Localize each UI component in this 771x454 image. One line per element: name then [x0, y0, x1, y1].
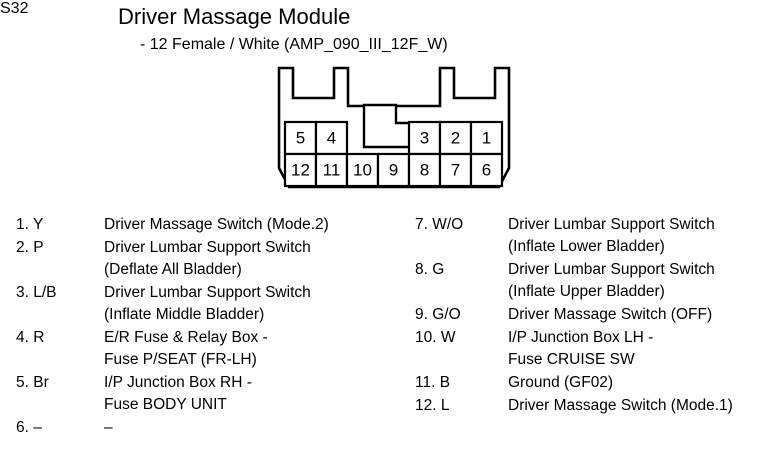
pin-description-line: (Inflate Lower Bladder) — [508, 238, 665, 255]
pin-description: I/P Junction Box RH - Fuse BODY UNIT — [104, 372, 411, 416]
pin-description-line: Driver Massage Switch (Mode.1) — [508, 397, 733, 414]
pin-cell-label-2: 2 — [451, 128, 460, 147]
pin-number-and-wire-color: 10. W — [415, 329, 456, 346]
pin-cell-label-10: 10 — [353, 160, 372, 179]
pin-description: I/P Junction Box LH - Fuse CRUISE SW — [508, 327, 767, 371]
pin-number-and-wire-color: 12. L — [415, 397, 450, 414]
page-title: Driver Massage Module — [118, 4, 351, 29]
pin-cell-label-6: 6 — [482, 160, 491, 179]
pin-legend-row: 3. L/B Driver Lumbar Support Switch (Infla… — [16, 282, 411, 326]
diagram-header: S32 Driver Massage Module - 12 Female / … — [0, 0, 771, 62]
pin-legend-row: 4. R E/R Fuse & Relay Box - Fuse P/SEAT (F… — [16, 327, 411, 371]
pin-description-line: I/P Junction Box RH - — [104, 374, 252, 391]
pin-number-and-wire-color: 3. L/B — [16, 284, 57, 301]
pin-legend-row: 2. P Driver Lumbar Support Switch (Deflate… — [16, 237, 411, 281]
pin-cell-10[interactable] — [345, 152, 380, 188]
pin-number-and-wire-color: 5. Br — [16, 374, 49, 391]
pin-cell-8[interactable] — [407, 152, 442, 188]
pin-cell-label-5: 5 — [296, 128, 305, 147]
pin-number-and-wire-color: 1. Y — [16, 216, 44, 233]
pin-description-line: Fuse BODY UNIT — [104, 396, 227, 413]
pin-legend-row: 1. Y Driver Massage Switch (Mode.2) — [16, 214, 411, 236]
pin-description: Ground (GF02) — [508, 372, 767, 394]
pin-description-line: (Inflate Middle Bladder) — [104, 306, 265, 323]
pin-cell-label-8: 8 — [420, 160, 429, 179]
pin-legend-row: 8. G Driver Lumbar Support Switch (Inflate… — [415, 259, 767, 303]
pin-description: Driver Lumbar Support Switch (Inflate Low… — [508, 214, 767, 258]
pin-number-and-wire-color: 7. W/O — [415, 216, 464, 233]
pin-description: E/R Fuse & Relay Box - Fuse P/SEAT (FR-LH… — [104, 327, 411, 371]
pin-description: Driver Lumbar Support Switch (Inflate Mid… — [104, 282, 411, 326]
pin-legend-row: 9. G/O Driver Massage Switch (OFF) — [415, 304, 767, 326]
pin-description: Driver Lumbar Support Switch (Deflate All… — [104, 237, 411, 281]
pin-description-line: Driver Lumbar Support Switch — [508, 261, 715, 278]
pin-description-line: Ground (GF02) — [508, 374, 614, 391]
pin-cell-11[interactable] — [314, 152, 349, 188]
pin-description-line: – — [104, 419, 113, 436]
connector-spec-label: - 12 Female / White (AMP_090_III_12F_W) — [140, 36, 448, 53]
pin-legend-row: 12. L Driver Massage Switch (Mode.1) — [415, 395, 767, 417]
pin-description-line: (Inflate Upper Bladder) — [508, 283, 665, 300]
pin-cell-label-11: 11 — [323, 160, 341, 179]
pin-description: Driver Lumbar Support Switch (Inflate Upp… — [508, 259, 767, 303]
pin-number-and-wire-color: 8. G — [415, 261, 445, 278]
pin-assignment-legend: 1. Y Driver Massage Switch (Mode.2) 2. P Dr… — [0, 214, 771, 454]
pin-legend-row: 5. Br I/P Junction Box RH - Fuse BODY UNIT — [16, 372, 411, 416]
pin-row-bottom: 12 11 10 9 8 7 6 — [283, 152, 504, 188]
pin-description-line: Fuse P/SEAT (FR-LH) — [104, 351, 257, 368]
pin-cell-label-12: 12 — [291, 160, 310, 179]
pin-description-line: Driver Massage Switch (OFF) — [508, 306, 713, 323]
pin-legend-row: 7. W/O Driver Lumbar Support Switch (Infla… — [415, 214, 767, 258]
pin-cell-label-7: 7 — [451, 160, 460, 179]
pin-description-line: Driver Lumbar Support Switch — [104, 239, 311, 256]
pin-legend-column-left: 1. Y Driver Massage Switch (Mode.2) 2. P Dr… — [16, 214, 411, 454]
pin-cell-label-1: 1 — [482, 128, 491, 147]
pin-description: – — [104, 417, 411, 439]
pin-description: Driver Massage Switch (OFF) — [508, 304, 767, 326]
pin-description-line: (Deflate All Bladder) — [104, 261, 242, 278]
pin-description-line: Driver Lumbar Support Switch — [508, 216, 715, 233]
pin-legend-row: 10. W I/P Junction Box LH - Fuse CRUISE SW — [415, 327, 767, 371]
pin-cell-3[interactable] — [407, 120, 442, 156]
pin-description-line: I/P Junction Box LH - — [508, 329, 654, 346]
pin-description: Driver Massage Switch (Mode.2) — [104, 214, 411, 236]
pin-number-and-wire-color: 4. R — [16, 329, 45, 346]
pin-description-line: Driver Lumbar Support Switch — [104, 284, 311, 301]
pin-description-line: E/R Fuse & Relay Box - — [104, 329, 268, 346]
pin-cell-label-3: 3 — [420, 128, 429, 147]
pin-legend-row: 6. – – — [16, 417, 411, 439]
pin-cell-12[interactable] — [283, 152, 318, 188]
connector-pinout-figure: 5 4 3 2 1 12 11 10 9 8 7 6 — [268, 60, 520, 200]
connector-code: S32 — [0, 0, 29, 17]
pin-number-and-wire-color: 11. B — [415, 374, 451, 391]
pin-number-and-wire-color: 2. P — [16, 239, 44, 256]
pin-cell-label-9: 9 — [389, 160, 398, 179]
pin-description-line: Fuse CRUISE SW — [508, 351, 635, 368]
pin-legend-row: 11. B Ground (GF02) — [415, 372, 767, 394]
pin-number-and-wire-color: 9. G/O — [415, 306, 461, 323]
pin-cell-6[interactable] — [469, 152, 504, 188]
pin-number-and-wire-color: 6. – — [16, 419, 42, 436]
pin-description: Driver Massage Switch (Mode.1) — [508, 395, 767, 417]
pin-cell-label-4: 4 — [327, 128, 336, 147]
pin-description-line: Driver Massage Switch (Mode.2) — [104, 216, 329, 233]
pin-legend-column-right: 7. W/O Driver Lumbar Support Switch (Infla… — [415, 214, 767, 454]
